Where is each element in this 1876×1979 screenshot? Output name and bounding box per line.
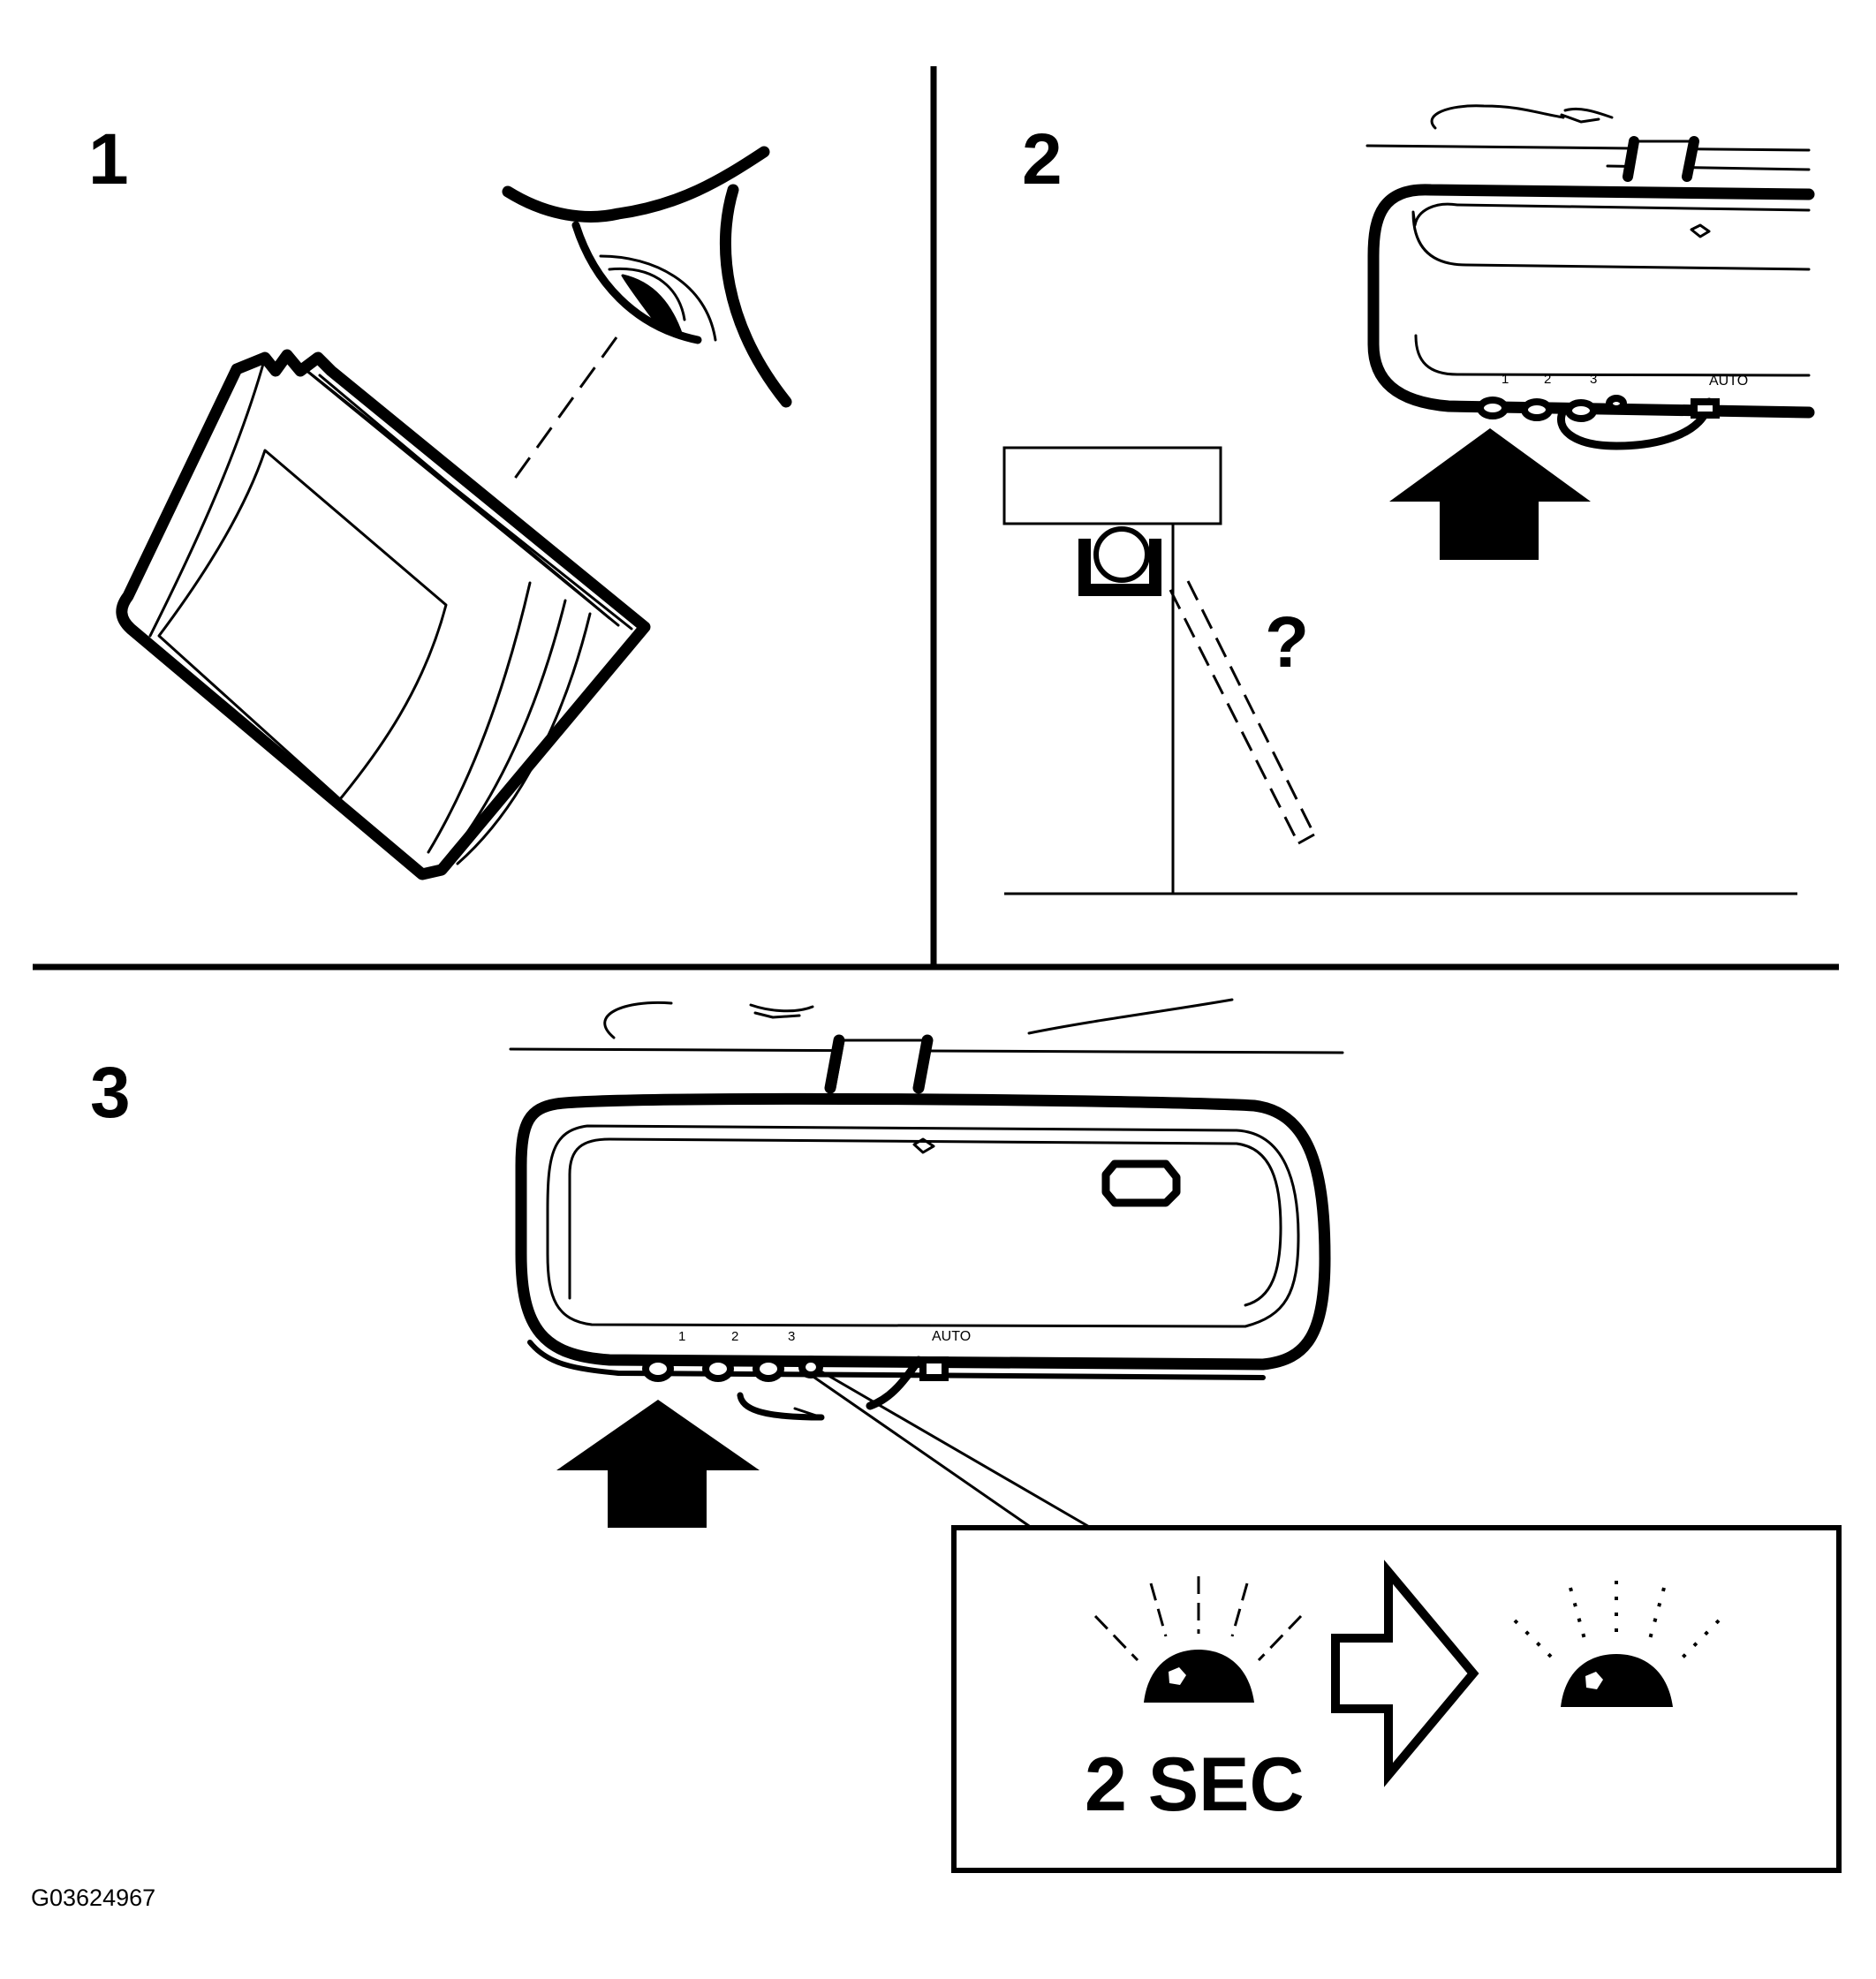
- mirror-large-icon: [509, 998, 1344, 1421]
- next-arrow-icon: [1331, 1560, 1479, 1787]
- small-button-2: [1521, 398, 1553, 421]
- indicator-light: [798, 1356, 823, 1379]
- press-arrow-icon: [556, 1400, 760, 1528]
- garage-door-view: [1002, 446, 1797, 895]
- duration-label: 2 SEC: [1085, 1742, 1305, 1827]
- small-button-1: [1477, 397, 1509, 419]
- button-1: [642, 1356, 674, 1382]
- garage-door-dashed: [1169, 580, 1316, 844]
- auto-label: AUTO: [932, 1329, 971, 1344]
- small-button-3-label: 3: [1590, 372, 1597, 387]
- button-2: [702, 1356, 734, 1382]
- figure-id: G03624967: [31, 1885, 155, 1911]
- panel-2-number: 2: [1022, 119, 1063, 200]
- callout-pointer: [810, 1369, 1092, 1530]
- sight-line: [512, 336, 618, 480]
- eye-icon: [502, 146, 792, 408]
- small-auto-label: AUTO: [1709, 374, 1748, 389]
- panel-3: 3 1 2 3 AUT: [90, 998, 1842, 1873]
- panel-dividers: [33, 66, 1839, 971]
- door-opener-bracket: [1078, 539, 1161, 596]
- panel-2: 2 ?: [1002, 104, 1815, 895]
- panel-1: 1: [88, 119, 792, 880]
- mirror-large-buttons: [642, 1356, 949, 1382]
- mirror-small-icon: [1365, 104, 1815, 450]
- small-indicator: [1606, 395, 1627, 412]
- auto-button: [919, 1356, 949, 1381]
- small-button-1-label: 1: [1502, 372, 1509, 387]
- mirror-small-buttons: [1477, 395, 1720, 422]
- led-steady-icon: [1513, 1581, 1721, 1707]
- button-1-label: 1: [678, 1329, 685, 1344]
- panel-3-number: 3: [90, 1053, 131, 1133]
- panel-1-number: 1: [88, 119, 129, 200]
- button-2-label: 2: [731, 1329, 738, 1344]
- small-button-2-label: 2: [1544, 372, 1551, 387]
- led-blinking-icon: [1093, 1576, 1303, 1703]
- booklet-icon: [116, 349, 651, 880]
- small-button-3: [1565, 399, 1597, 422]
- garage-header-beam: [1002, 446, 1222, 525]
- callout-box: 2 SEC: [951, 1525, 1842, 1873]
- press-arrow-icon: [1389, 428, 1591, 560]
- small-auto-button: [1691, 398, 1720, 419]
- button-3: [753, 1356, 784, 1382]
- button-3-label: 3: [788, 1329, 795, 1344]
- question-mark: ?: [1265, 602, 1309, 683]
- door-opener-motor: [1093, 526, 1150, 583]
